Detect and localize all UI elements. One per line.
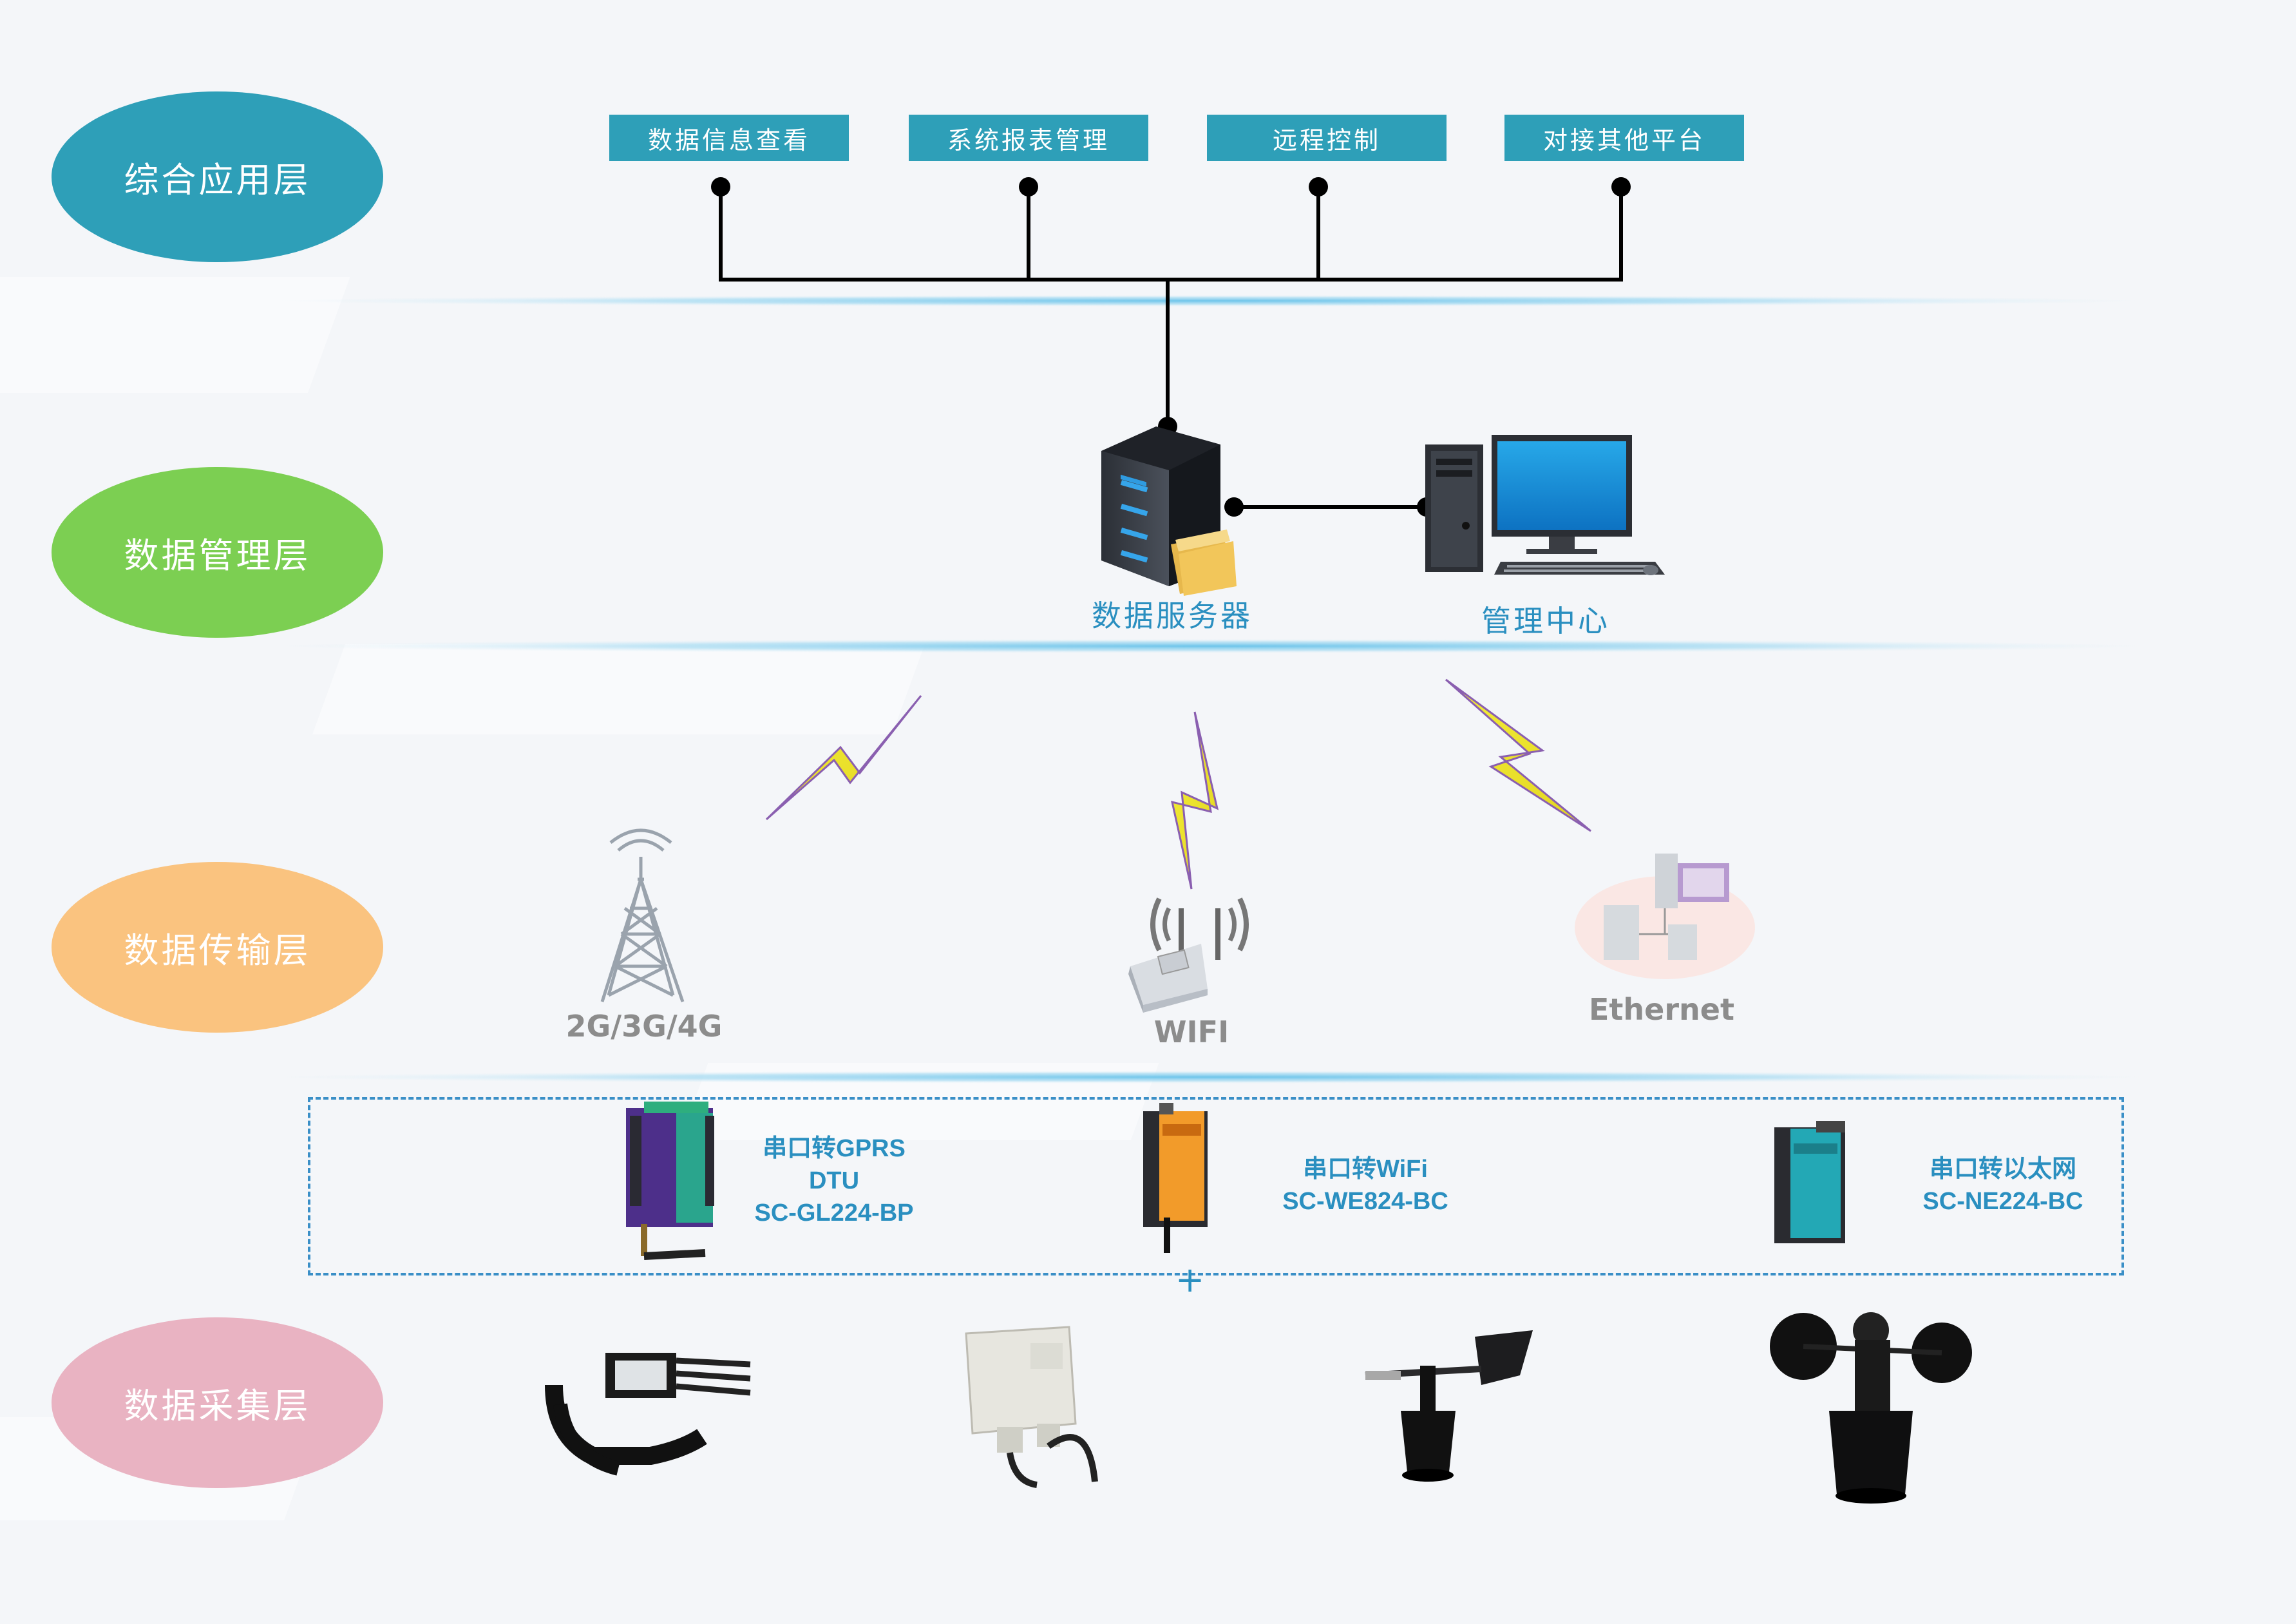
layer-management-label: 数据管理层 [124, 535, 311, 576]
separator-bands [277, 295, 2145, 1084]
layer-management: 数据管理层 [52, 467, 383, 638]
ethernet-label: Ethernet [1589, 992, 1734, 1027]
computer-icon [1425, 435, 1665, 575]
device-wifi-label: 串口转WiFi SC-WE824-BC [1256, 1153, 1475, 1218]
anemometer-icon [1770, 1312, 1972, 1504]
layer-application: 综合应用层 [52, 91, 383, 262]
cellular-label: 2G/3G/4G [565, 1009, 723, 1044]
app-box-data-view: 数据信息查看 [609, 115, 849, 161]
device-ethernet-line2: SC-NE224-BC [1922, 1188, 2083, 1215]
device-gprs-line1: 串口转GPRS [763, 1135, 906, 1162]
ethernet-icon [1575, 854, 1755, 979]
wifi-converter-device-icon [1143, 1103, 1208, 1253]
ethernet-converter-device-icon [1774, 1121, 1845, 1243]
transmission-devices-frame [308, 1097, 2124, 1275]
lightning-icons [765, 678, 1591, 890]
device-gprs-label: 串口转GPRS DTU SC-GL224-BP [734, 1132, 934, 1229]
device-gprs-line3: SC-GL224-BP [754, 1199, 914, 1227]
device-wifi-line2: SC-WE824-BC [1282, 1188, 1448, 1215]
app-box-report-management: 系统报表管理 [909, 115, 1148, 161]
layer-collection-label: 数据采集层 [124, 1386, 311, 1426]
server-label: 数据服务器 [1092, 598, 1253, 633]
app-box-remote-control: 远程控制 [1207, 115, 1447, 161]
layer-transmission: 数据传输层 [52, 862, 383, 1033]
wall-sensor-box-icon [965, 1326, 1098, 1488]
device-gprs-line2: DTU [808, 1167, 860, 1194]
server-icon [1101, 426, 1237, 596]
gprs-dtu-device-icon [626, 1102, 714, 1260]
device-ethernet-label: 串口转以太网 SC-NE224-BC [1893, 1153, 2112, 1218]
layer-collection: 数据采集层 [52, 1317, 383, 1488]
management-center-label: 管理中心 [1481, 604, 1610, 638]
device-ethernet-line1: 串口转以太网 [1929, 1156, 2076, 1183]
wifi-router-icon [1128, 897, 1249, 1013]
temperature-humidity-probe-icon [545, 1353, 751, 1476]
wifi-label: WIFI [1153, 1015, 1229, 1049]
tower-icon [600, 828, 685, 1002]
wind-vane-icon [1365, 1330, 1533, 1482]
app-box-platform-integration: 对接其他平台 [1504, 115, 1744, 161]
app-connectors [719, 187, 1623, 509]
plus-icon: + [1175, 1259, 1205, 1300]
layer-application-label: 综合应用层 [124, 160, 311, 200]
layer-transmission-label: 数据传输层 [124, 930, 311, 971]
device-wifi-line1: 串口转WiFi [1303, 1156, 1428, 1183]
